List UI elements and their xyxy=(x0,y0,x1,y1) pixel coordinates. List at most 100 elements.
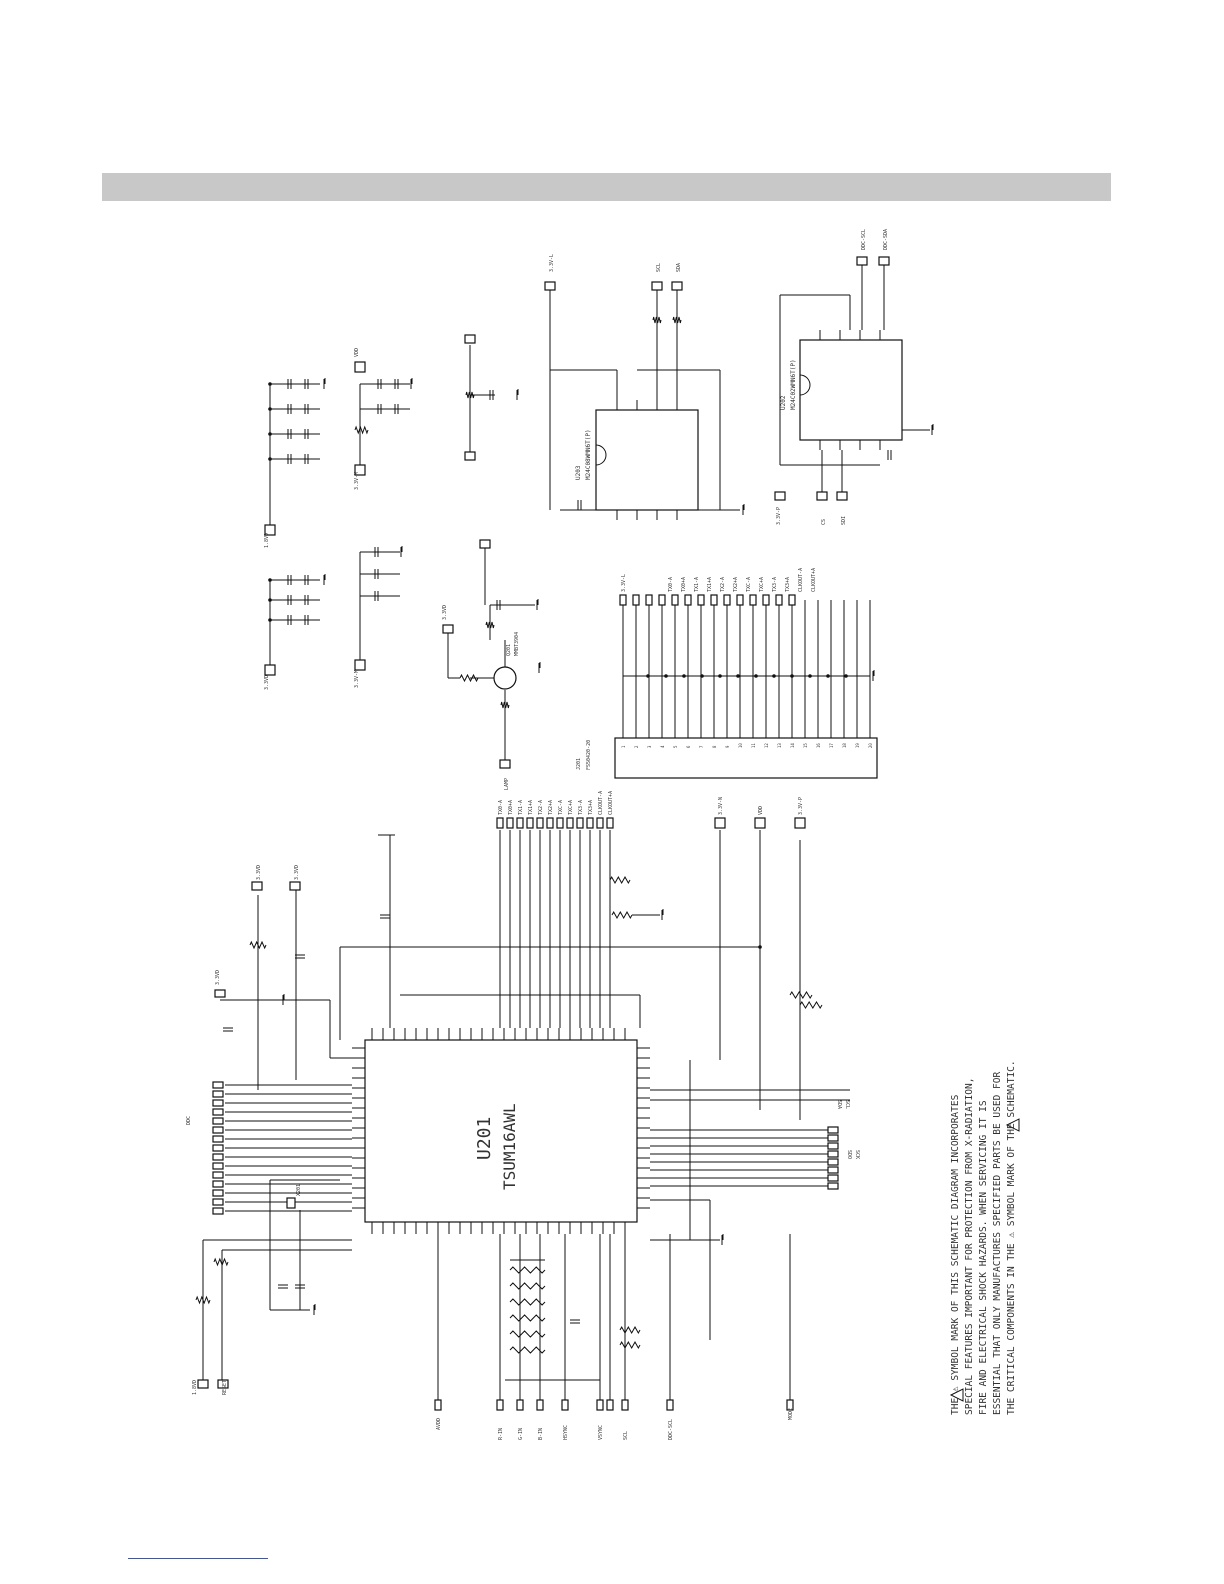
transistor-q201-part: MMBT3904 xyxy=(514,632,520,656)
connector-pin-number: 6 xyxy=(686,745,691,748)
resistor-r211 xyxy=(195,1295,211,1305)
net-flag xyxy=(464,334,476,344)
junction-dot xyxy=(700,674,704,678)
resistor-r219 xyxy=(611,910,633,920)
net-flag xyxy=(264,524,276,536)
resistor-termination xyxy=(509,1330,546,1338)
net-tx0+a: TX0+A xyxy=(508,800,514,815)
net-conn-tx2+a: TX2+A xyxy=(733,577,739,592)
connector-pin-number: 11 xyxy=(751,743,756,748)
resistor-termination xyxy=(509,1266,546,1274)
net-ddc-scl: DDC-SCL xyxy=(668,1419,674,1440)
connector-pin-number: 1 xyxy=(621,745,626,748)
net-sdi: SDI xyxy=(841,516,847,525)
ic-u201-part: TSUM16AWL xyxy=(500,1103,519,1190)
junction-dot xyxy=(268,598,272,602)
net-3.3v-l: 3.3V-L xyxy=(621,574,627,592)
resistor-termination xyxy=(509,1346,546,1354)
resistor-termination xyxy=(509,1282,546,1290)
net-conn-txc-a: TXC-A xyxy=(746,577,752,592)
net-lamp: LAMP xyxy=(504,778,510,790)
junction-dot xyxy=(268,578,272,582)
net-flag xyxy=(794,817,806,829)
net-flag xyxy=(212,1189,224,1197)
connector-pin-number: 15 xyxy=(803,743,808,748)
warning-notice-line: THE CRITICAL COMPONENTS IN THE ⚠ SYMBOL … xyxy=(1006,1060,1017,1415)
net-clkout+a: CLKOUT+A xyxy=(608,791,614,815)
net-ddc-scl-top: DDC-SCL xyxy=(861,229,867,250)
net-flag xyxy=(214,989,226,998)
net-3.3v-m: 3.3V-M xyxy=(354,472,360,490)
ic-u202-body xyxy=(799,339,903,441)
net-flag xyxy=(516,817,524,829)
resistor-r217 xyxy=(465,391,475,399)
net-conn-tx3-a: TX3-A xyxy=(772,577,778,592)
net-flag xyxy=(576,817,584,829)
connector-pin-number: 17 xyxy=(829,743,834,748)
resistor-r210 xyxy=(249,940,267,950)
junction-dot xyxy=(790,674,794,678)
resistor-r203 xyxy=(672,316,682,324)
net-3.3v-p-b: 3.3V-P xyxy=(776,507,782,525)
net-flag xyxy=(212,1108,224,1116)
net-flag xyxy=(434,1399,442,1411)
connector-pin-number: 5 xyxy=(673,745,678,748)
net-sda: SDA xyxy=(836,1100,842,1109)
net-flag xyxy=(651,281,663,291)
connector-pin-number: 4 xyxy=(660,745,665,748)
junction-dot xyxy=(664,674,668,678)
net-flag xyxy=(816,491,828,501)
connector-pin-number: 9 xyxy=(725,745,730,748)
junction-dot xyxy=(268,432,272,436)
ic-u202-ref: U202 xyxy=(780,395,787,410)
net-conn-tx0-a: TX0-A xyxy=(668,577,674,592)
net-vdd: VDD xyxy=(758,806,764,815)
net-flag xyxy=(645,594,653,606)
resistor-r202 xyxy=(652,316,662,324)
net-conn-tx3+a: TX3+A xyxy=(785,577,791,592)
net-flag xyxy=(836,491,848,501)
crystal-x201-ref: X201 xyxy=(296,1184,302,1196)
junction-dot xyxy=(772,674,776,678)
net-avdd-bottom: AVDD xyxy=(436,1418,442,1430)
net-3.3vd-c: 3.3VD xyxy=(294,865,300,880)
net-flag xyxy=(264,664,276,676)
net-flag xyxy=(666,1399,674,1411)
net-3.3v-l-top: 3.3V-L xyxy=(549,254,555,272)
junction-dot xyxy=(718,674,722,678)
title-banner xyxy=(102,173,1111,201)
net-flag xyxy=(212,1153,224,1161)
net-flag xyxy=(827,1134,839,1142)
net-flag xyxy=(212,1207,224,1215)
net-flag xyxy=(606,1399,614,1411)
net-flag xyxy=(684,594,692,606)
net-flag xyxy=(762,594,770,606)
net-flag xyxy=(499,759,511,769)
net-r-in: R-IN xyxy=(498,1428,504,1440)
net-flag xyxy=(217,1379,229,1389)
net-txc+a: TXC+A xyxy=(568,800,574,815)
net-3.3vd-b: 3.3VD xyxy=(256,865,262,880)
net-flag xyxy=(827,1150,839,1158)
net-flag xyxy=(749,594,757,606)
junction-dot xyxy=(682,674,686,678)
net-flag xyxy=(788,594,796,606)
net-flag xyxy=(212,1117,224,1125)
connector-pin-number: 16 xyxy=(816,743,821,748)
connector-pin-number: 18 xyxy=(842,743,847,748)
net-flag xyxy=(496,1399,504,1411)
resistor-r220 xyxy=(789,991,813,999)
ic-u203-part: M24C08WMN6T(P) xyxy=(585,429,592,480)
net-mode: MODE xyxy=(788,1408,794,1420)
net-flag xyxy=(596,817,604,829)
net-flag xyxy=(212,1162,224,1170)
net-tx1-a: TX1-A xyxy=(518,800,524,815)
net-conn-tx1+a: TX1+A xyxy=(707,577,713,592)
resistor-termination xyxy=(509,1314,546,1322)
net-3.3vd-a: 3.3VD xyxy=(215,970,221,985)
ic-u202-notch xyxy=(799,374,811,396)
resistor-r207 xyxy=(485,621,495,629)
net-flag xyxy=(827,1166,839,1174)
net-flag xyxy=(561,1399,569,1411)
net-flag xyxy=(212,1135,224,1143)
